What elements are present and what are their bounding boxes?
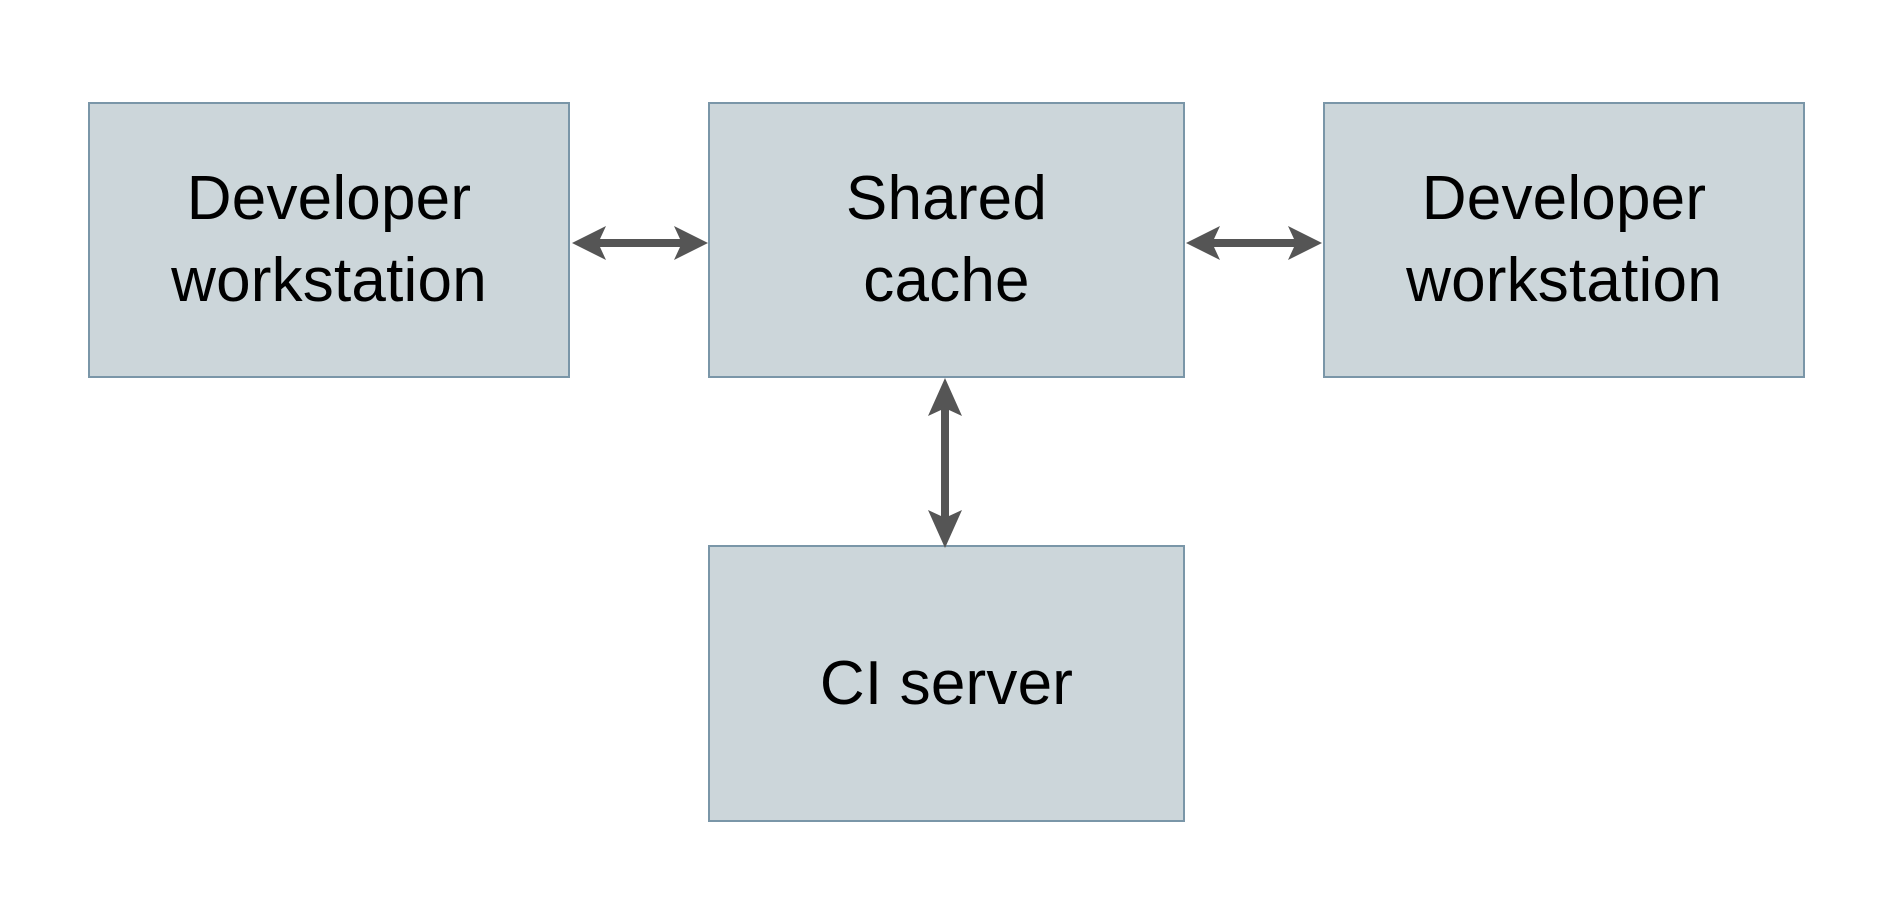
node-developer-workstation-right[interactable]: Developer workstation xyxy=(1323,102,1805,378)
double-arrow-horizontal-icon xyxy=(1186,226,1322,260)
node-label: Shared cache xyxy=(845,164,1048,315)
node-label: Developer workstation xyxy=(171,164,487,315)
double-arrow-vertical-icon xyxy=(928,378,962,548)
node-shared-cache[interactable]: Shared cache xyxy=(708,102,1185,378)
edge-shared-cache-to-ci-server xyxy=(908,372,982,554)
node-developer-workstation-left[interactable]: Developer workstation xyxy=(88,102,570,378)
node-label: CI server xyxy=(819,648,1074,718)
node-label: Developer workstation xyxy=(1406,164,1722,315)
double-arrow-horizontal-icon xyxy=(572,226,708,260)
edge-shared-cache-to-developer-right xyxy=(1174,206,1334,280)
edge-developer-left-to-shared-cache xyxy=(560,206,720,280)
node-ci-server[interactable]: CI server xyxy=(708,545,1185,822)
